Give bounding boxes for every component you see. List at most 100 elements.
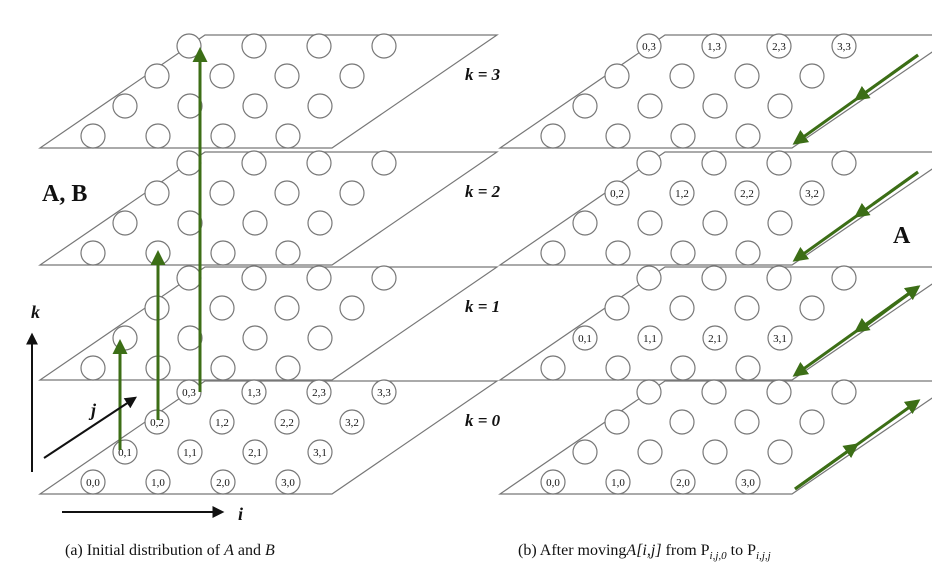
processor-node — [637, 439, 663, 465]
processor-node — [242, 210, 268, 236]
processor-node — [670, 355, 696, 381]
processor-node — [637, 325, 663, 351]
shift-arrow — [792, 285, 921, 377]
caption-a: (a) Initial distribution of A and B — [65, 542, 275, 559]
processor-node — [371, 265, 397, 291]
processor-node — [112, 325, 138, 351]
processor-node — [209, 409, 235, 435]
processor-label: 2,2 — [740, 188, 754, 200]
k-plane-label: k = 0 — [465, 411, 501, 430]
processor-node — [242, 93, 268, 119]
right-plate — [498, 266, 932, 381]
processor-node — [831, 33, 857, 59]
processor-node — [767, 325, 793, 351]
processor-label: 0,3 — [182, 387, 196, 399]
processor-node — [572, 439, 598, 465]
processor-node — [241, 379, 267, 405]
processor-label: 3,0 — [741, 477, 755, 489]
processor-node — [831, 265, 857, 291]
processor-node — [767, 93, 793, 119]
processor-node — [604, 409, 630, 435]
processor-label: 1,1 — [183, 447, 197, 459]
processor-node — [702, 325, 728, 351]
processor-label: 1,0 — [611, 477, 625, 489]
processor-node — [735, 469, 761, 495]
processor-label: 0,2 — [610, 188, 624, 200]
processor-node — [209, 63, 235, 89]
processor-node — [241, 265, 267, 291]
left-plane — [38, 33, 499, 149]
processor-label: 1,2 — [215, 417, 229, 429]
processor-node — [176, 33, 202, 59]
processor-label: 0,1 — [578, 333, 592, 345]
caption-b: (b) After movingA[i,j] from Pi,j,0 to Pi… — [518, 542, 771, 562]
processor-node — [767, 210, 793, 236]
processor-node — [144, 180, 170, 206]
processor-label: 3,1 — [313, 447, 327, 459]
processor-label: 2,3 — [312, 387, 326, 399]
right-plate — [498, 34, 932, 149]
processor-label: 3,1 — [773, 333, 787, 345]
processor-node — [605, 240, 631, 266]
processor-node — [306, 379, 332, 405]
processor-node — [242, 325, 268, 351]
k-axis-label: k — [31, 302, 40, 322]
processor-node — [637, 210, 663, 236]
processor-node — [701, 33, 727, 59]
left-plate — [38, 151, 499, 266]
processor-node — [241, 33, 267, 59]
i-axis-label: i — [238, 504, 243, 524]
processor-label: 0,3 — [642, 41, 656, 53]
processor-node — [275, 240, 301, 266]
processor-node — [702, 210, 728, 236]
processor-node — [669, 295, 695, 321]
processor-node — [274, 409, 300, 435]
processor-node — [274, 180, 300, 206]
processor-node — [209, 295, 235, 321]
left-plate — [38, 34, 499, 149]
processor-label: 1,3 — [707, 41, 721, 53]
processor-node — [799, 409, 825, 435]
processor-node — [734, 409, 760, 435]
processor-label: 1,1 — [643, 333, 657, 345]
processor-node — [307, 210, 333, 236]
processor-node — [766, 150, 792, 176]
processor-node — [766, 265, 792, 291]
right-plane: 0,3 1,3 2,3 3,3 — [498, 33, 932, 149]
processor-node — [80, 355, 106, 381]
processor-node — [371, 150, 397, 176]
processor-label: 0,2 — [150, 417, 164, 429]
processor-node — [636, 379, 662, 405]
processor-node — [177, 210, 203, 236]
processor-label: 2,0 — [676, 477, 690, 489]
processor-label: 3,2 — [805, 188, 819, 200]
processor-node — [241, 150, 267, 176]
processor-node — [339, 409, 365, 435]
processor-node — [702, 439, 728, 465]
processor-node — [735, 123, 761, 149]
processor-node — [636, 265, 662, 291]
left-panel-label: A, B — [42, 181, 87, 207]
processor-node — [540, 240, 566, 266]
left-plane — [38, 150, 499, 266]
processor-label: 1,0 — [151, 477, 165, 489]
k-plane-label: k = 3 — [465, 65, 501, 84]
processor-node — [734, 63, 760, 89]
axes — [26, 332, 225, 518]
shift-arrow — [792, 170, 919, 262]
processor-label: 0,0 — [86, 477, 100, 489]
processor-label: 3,3 — [837, 41, 851, 53]
processor-node — [572, 210, 598, 236]
processor-label: 2,3 — [772, 41, 786, 53]
processor-node — [701, 379, 727, 405]
processor-label: 0,0 — [546, 477, 560, 489]
processor-node — [210, 355, 236, 381]
processor-node — [307, 439, 333, 465]
processor-node — [572, 325, 598, 351]
processor-node — [669, 180, 695, 206]
processor-node — [799, 180, 825, 206]
processor-node — [767, 439, 793, 465]
right-plate — [498, 380, 932, 495]
